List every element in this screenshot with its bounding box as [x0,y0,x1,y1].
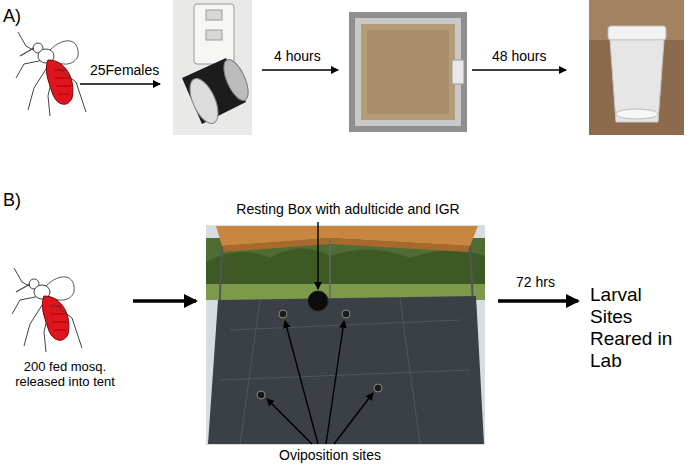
leader-line [267,399,312,444]
arrow-label: 48 hours [492,48,546,64]
arrow-label: 72 hrs [516,274,555,290]
arrow [262,69,338,71]
arrow [498,299,578,303]
callout-label: Oviposition sites [250,447,410,463]
panel-letter: A) [3,6,21,27]
result-text: Larval Sites Reared in Lab [590,284,684,371]
photo-tube [173,0,253,135]
mosquito-drawing [12,268,82,352]
arrow-label: 25Females [90,62,159,78]
mosquito-drawing [16,32,86,116]
callout-label: Resting Box with adulticide and IGR [200,201,496,217]
photo-cup [589,0,684,135]
release-note: 200 fed mosq. released into tent [4,360,126,390]
leader-line [334,393,373,444]
arrow [133,299,196,303]
leader-line [326,321,344,444]
leader-line [317,222,318,289]
photo-cage [349,12,467,132]
photo-tent [206,225,485,445]
arrow [80,83,160,85]
panel-letter: B) [3,190,21,211]
leader-line [285,321,318,444]
arrow [472,69,566,71]
arrow-label: 4 hours [274,48,321,64]
